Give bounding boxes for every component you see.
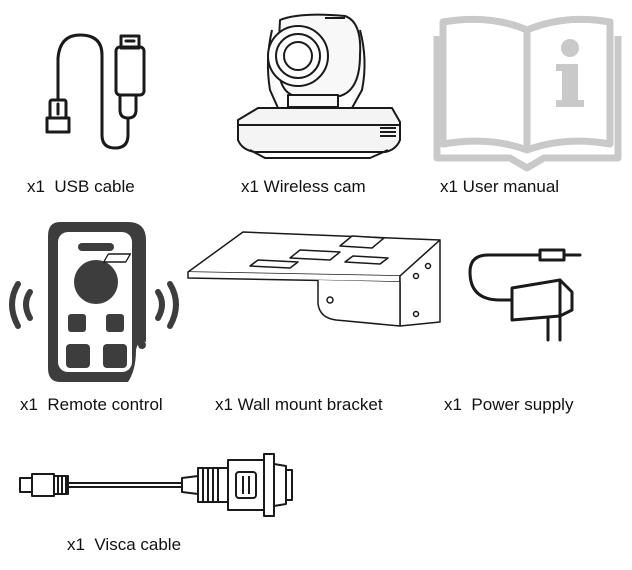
user-manual-label: x1 User manual <box>440 177 560 196</box>
wall-mount-bracket-label: x1 Wall mount bracket <box>215 395 383 414</box>
wireless-cam-label: x1 Wireless cam <box>241 177 366 196</box>
usb-cable-label: x1 USB cable <box>27 177 135 196</box>
visca-cable-label: x1 Visca cable <box>67 535 182 554</box>
power-supply-label: x1 Power supply <box>444 395 574 414</box>
remote-control-label: x1 Remote control <box>20 395 163 414</box>
